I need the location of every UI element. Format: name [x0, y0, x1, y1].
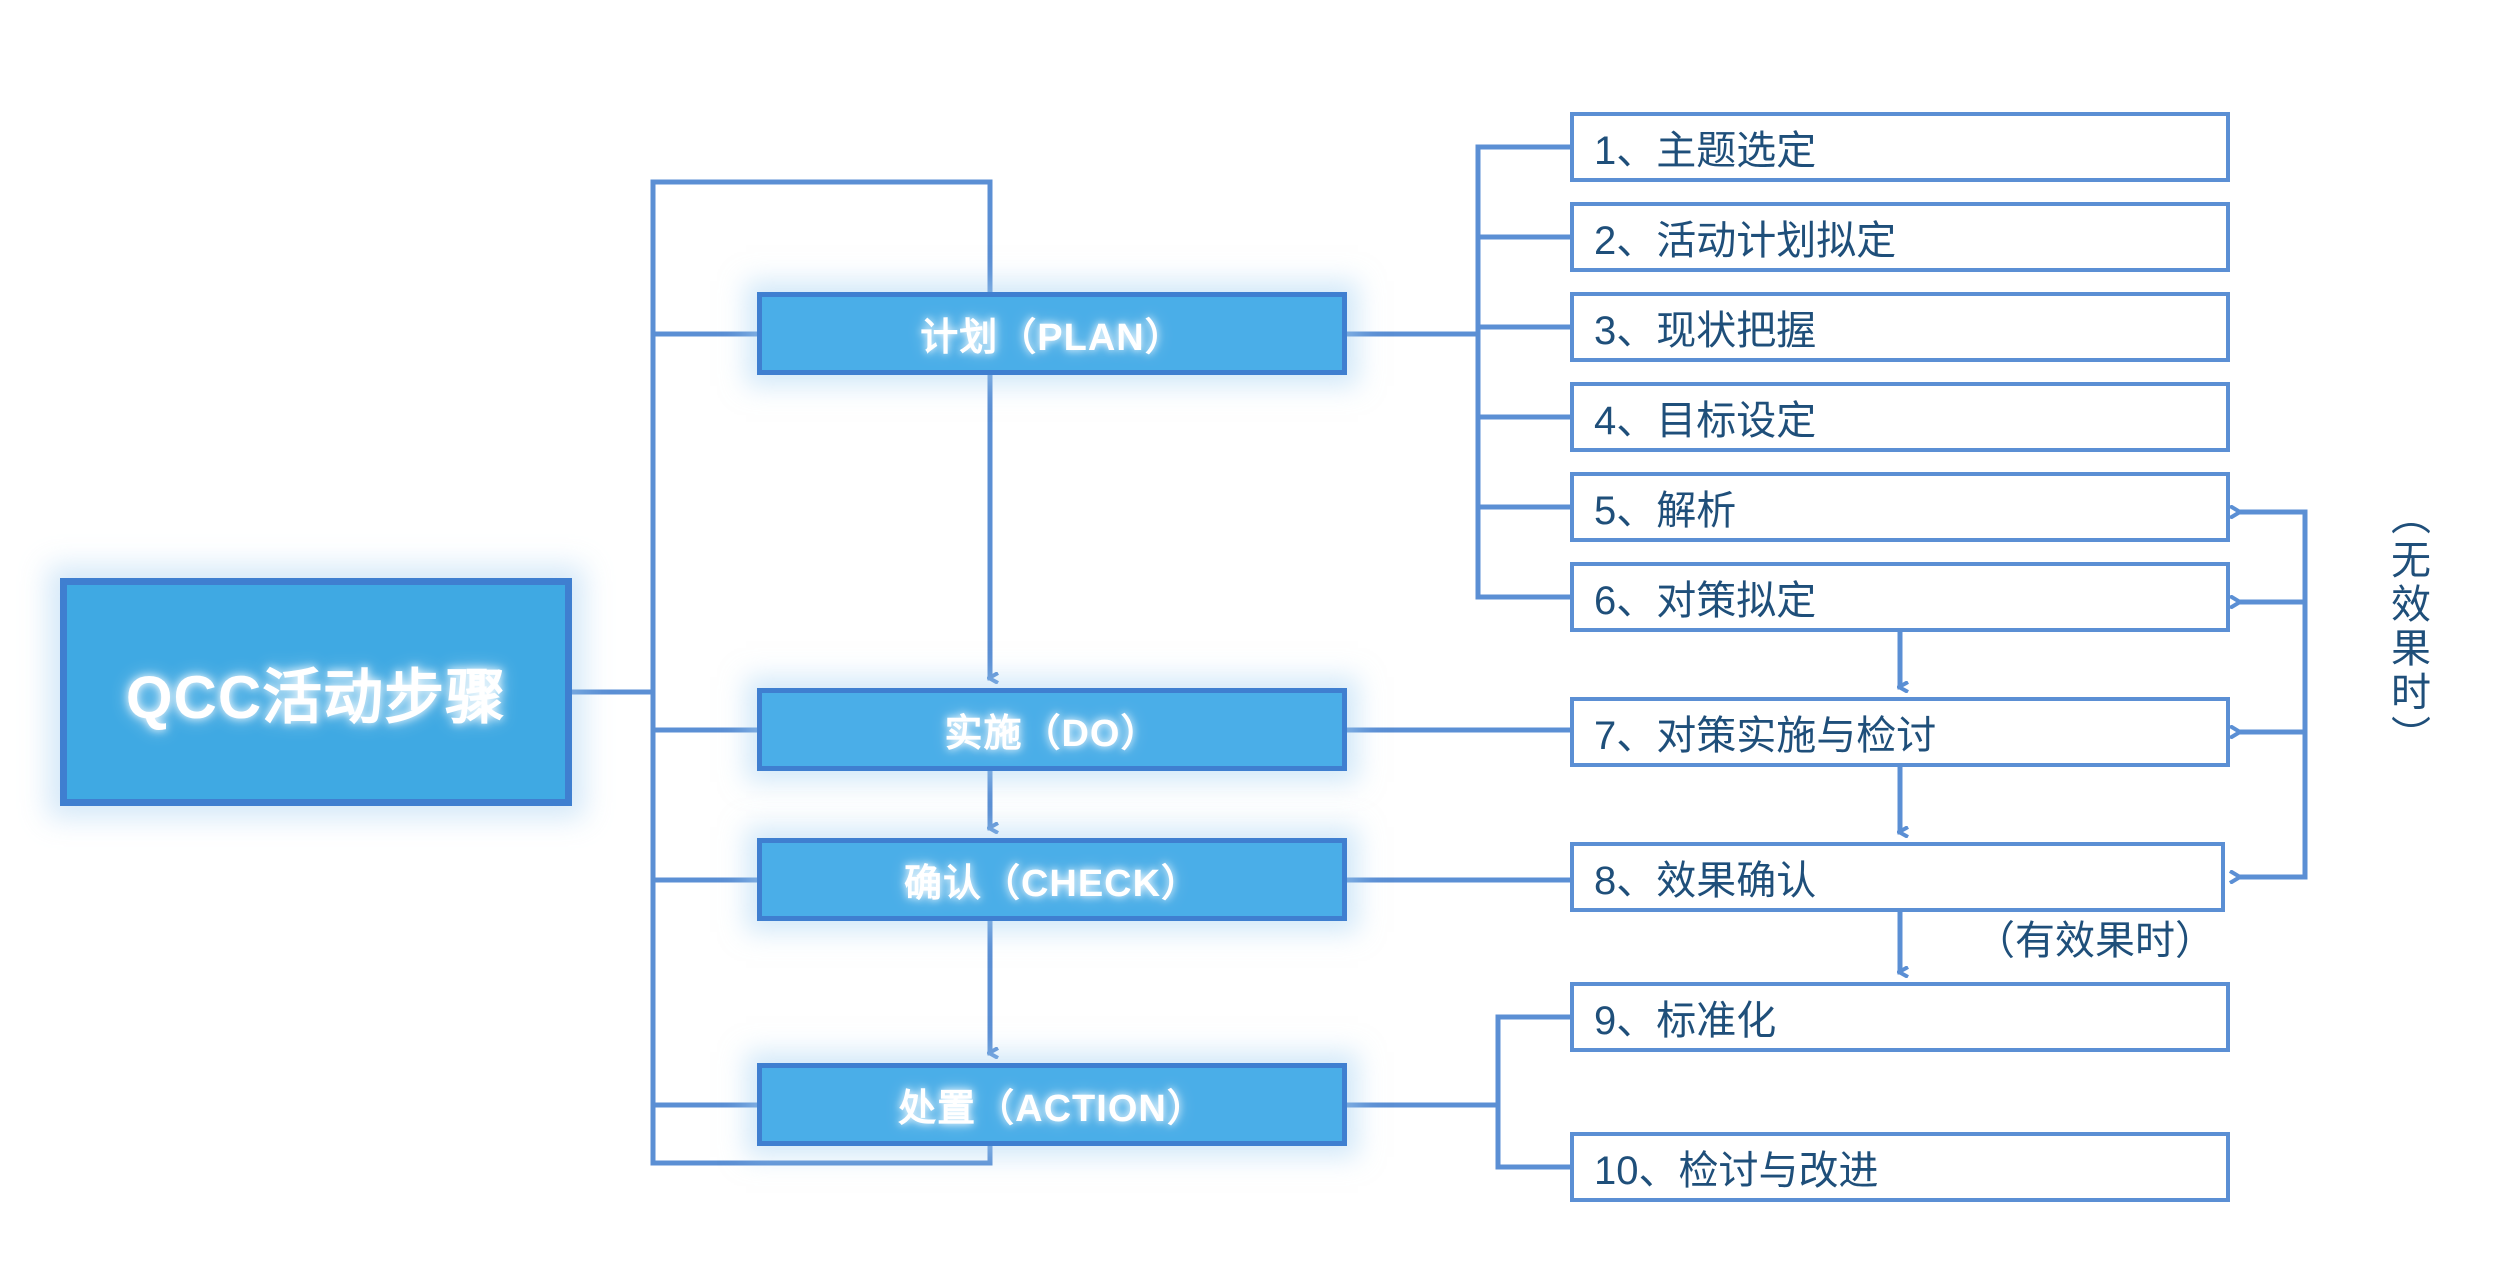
stage-node-plan[interactable]: 计划（PLAN） [757, 292, 1347, 375]
wire-cycle-top [650, 179, 993, 295]
root-node[interactable]: QCC活动步骤 [60, 578, 572, 806]
stage-node-do[interactable]: 实施（DO） [757, 688, 1347, 771]
step-box-2[interactable]: 2、活动计划拟定 [1570, 202, 2230, 272]
step-label: 5、解析 [1594, 489, 1737, 533]
annotation-ineffective: （无效果时） [2385, 495, 2429, 759]
step-box-1[interactable]: 1、主题选定 [1570, 112, 2230, 182]
step-box-7[interactable]: 7、对策实施与检讨 [1570, 697, 2230, 767]
stage-node-label: 实施（DO） [944, 713, 1160, 755]
step-box-10[interactable]: 10、检讨与改进 [1570, 1132, 2230, 1202]
step-label: 1、主题选定 [1594, 129, 1817, 173]
step-label: 4、目标设定 [1594, 399, 1817, 443]
annotation-effective: （有效果时） [1975, 919, 2215, 963]
step-label: 7、对策实施与检讨 [1594, 714, 1937, 758]
stage-node-label: 计划（PLAN） [920, 317, 1184, 359]
step-label: 10、检讨与改进 [1594, 1149, 1879, 1193]
stage-node-label: 确认（CHECK） [903, 863, 1201, 905]
step-box-9[interactable]: 9、标准化 [1570, 982, 2230, 1052]
stage-node-action[interactable]: 处置（ACTION） [757, 1063, 1347, 1146]
stage-node-check[interactable]: 确认（CHECK） [757, 838, 1347, 921]
root-node-label: QCC活动步骤 [125, 663, 507, 731]
step-label: 8、效果确认 [1594, 859, 1817, 903]
step-label: 9、标准化 [1594, 999, 1777, 1043]
step-box-4[interactable]: 4、目标设定 [1570, 382, 2230, 452]
step-box-8[interactable]: 8、效果确认 [1570, 842, 2225, 912]
stage-node-label: 处置（ACTION） [898, 1088, 1206, 1130]
step-box-5[interactable]: 5、解析 [1570, 472, 2230, 542]
step-label: 6、对策拟定 [1594, 579, 1817, 623]
step-box-3[interactable]: 3、现状把握 [1570, 292, 2230, 362]
step-label: 2、活动计划拟定 [1594, 219, 1897, 263]
wire-cycle-bottom [650, 1143, 993, 1166]
step-label: 3、现状把握 [1594, 309, 1817, 353]
step-box-6[interactable]: 6、对策拟定 [1570, 562, 2230, 632]
